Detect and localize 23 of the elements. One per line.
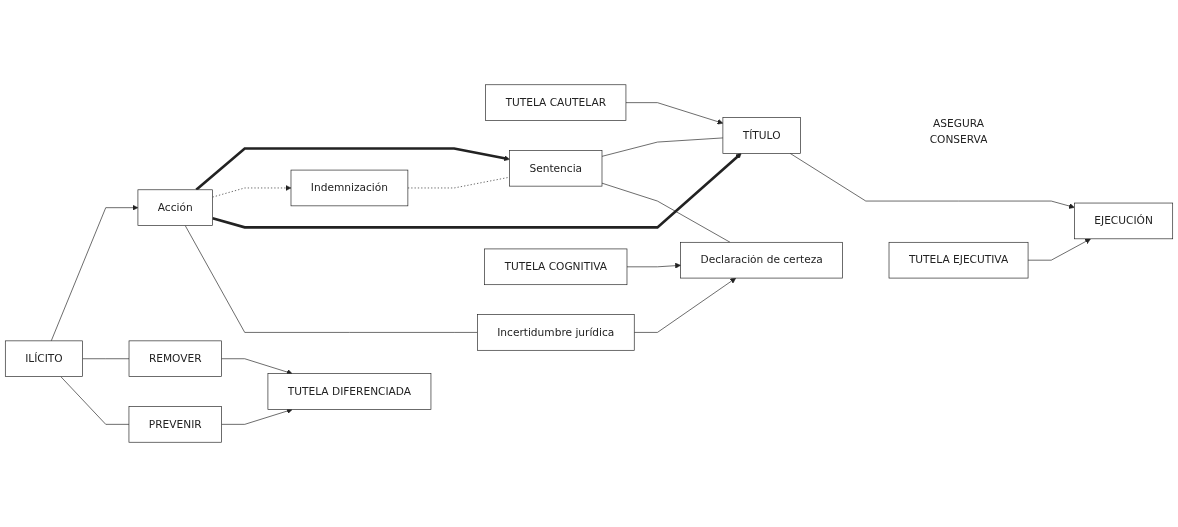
node-box: Acción — [137, 189, 213, 226]
node-box: PREVENIR — [128, 406, 222, 443]
node-box: Incertidumbre jurídica — [477, 314, 635, 351]
node-box: Declaración de certeza — [680, 241, 843, 279]
node-label: ASEGURA — [933, 116, 984, 130]
arrow — [195, 147, 510, 191]
node-label: CONSERVA — [929, 132, 988, 146]
connector — [601, 137, 724, 157]
connector — [407, 176, 510, 189]
node-box: REMOVER — [128, 340, 222, 377]
node-box: ILÍCITO — [4, 340, 83, 377]
node-box: Sentencia — [509, 150, 603, 187]
node-box: Indemnización — [290, 169, 409, 207]
node-box: TUTELA CAUTELAR — [485, 84, 627, 121]
node-box: TUTELA COGNITIVA — [484, 248, 628, 286]
connector — [601, 182, 731, 243]
node-box: TUTELA EJECUTIVA — [888, 241, 1029, 279]
node-box: TÍTULO — [722, 117, 801, 154]
connector — [184, 225, 478, 333]
node-box: TUTELA DIFERENCIADA — [267, 373, 432, 410]
connector — [60, 376, 130, 425]
connector — [82, 358, 130, 360]
node-box: EJECUCIÓN — [1074, 202, 1174, 240]
